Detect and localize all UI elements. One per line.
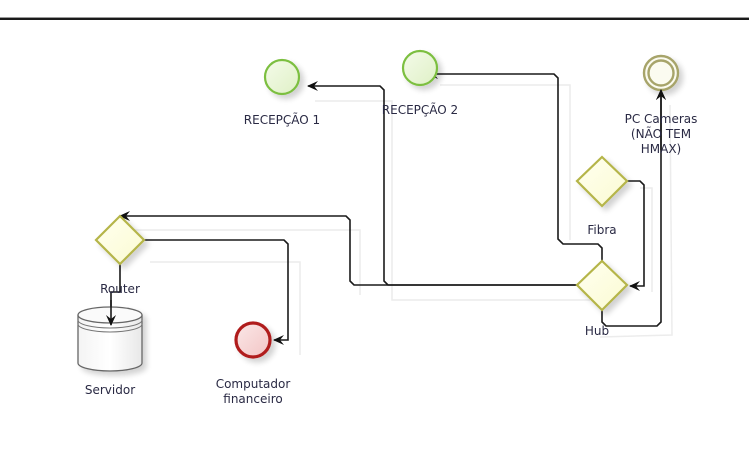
label-fibra: Fibra (587, 223, 617, 237)
gateway-icon (94, 214, 146, 266)
connector-fibra-hub[interactable] (627, 180, 645, 291)
node-recepcao2[interactable] (401, 49, 439, 87)
label-line: HMAX) (640, 142, 682, 156)
label-recepcao2: RECEPÇÃO 2 (381, 103, 459, 117)
top-border (0, 17, 749, 20)
node-pccameras[interactable] (642, 54, 680, 92)
end-event-icon (401, 49, 439, 87)
database-icon (77, 315, 143, 372)
node-recepcao1[interactable] (263, 58, 301, 96)
label-router: Router (100, 282, 140, 296)
connector-hub-pccameras[interactable] (601, 89, 666, 327)
node-router[interactable] (94, 214, 146, 266)
node-hub[interactable] (575, 259, 629, 312)
connector-hub-router[interactable] (119, 211, 580, 286)
node-servidor[interactable] (77, 306, 143, 372)
connector-shadows (130, 84, 673, 355)
end-event-icon (263, 58, 301, 96)
node-computador-financeiro[interactable] (234, 321, 272, 359)
label-line: PC Cameras (624, 112, 698, 126)
gateway-icon (575, 259, 629, 312)
connector-hub-recepcao2[interactable] (427, 69, 603, 262)
label-computador-financeiro: Computador financeiro (203, 377, 303, 407)
label-hub: Hub (584, 324, 610, 338)
gateway-icon (575, 155, 629, 208)
end-event-icon (234, 321, 272, 359)
label-line: financeiro (223, 392, 283, 406)
label-recepcao1: RECEPÇÃO 1 (243, 113, 321, 127)
node-fibra[interactable] (575, 155, 629, 208)
connector-router-computador[interactable] (144, 239, 289, 345)
label-servidor: Servidor (84, 383, 136, 397)
label-pccameras: PC Cameras (NÃO TEM HMAX) (611, 112, 711, 157)
label-line: Computador (215, 377, 291, 391)
label-line: (NÃO TEM (630, 127, 692, 141)
